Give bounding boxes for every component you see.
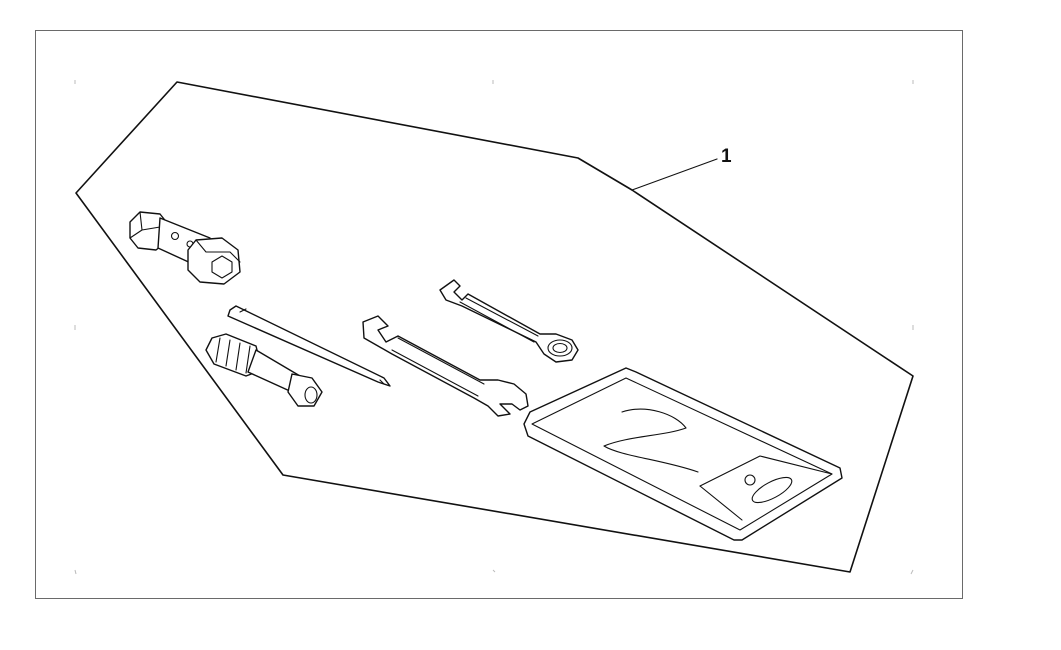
registration-marks [74, 80, 914, 575]
open-end-wrench-large-icon [362, 315, 529, 417]
combination-wrench-small-icon [439, 279, 579, 363]
kit-boundary-outline [75, 81, 914, 573]
spark-plug-wrench-icon [129, 211, 241, 285]
screwdriver-bit-icon [227, 305, 391, 387]
tool-bag-icon [523, 367, 843, 541]
callout-1-label: 1 [721, 146, 732, 167]
screwdriver-icon [205, 333, 323, 407]
callout-leader-line [631, 158, 718, 191]
diagram-frame [35, 30, 963, 599]
